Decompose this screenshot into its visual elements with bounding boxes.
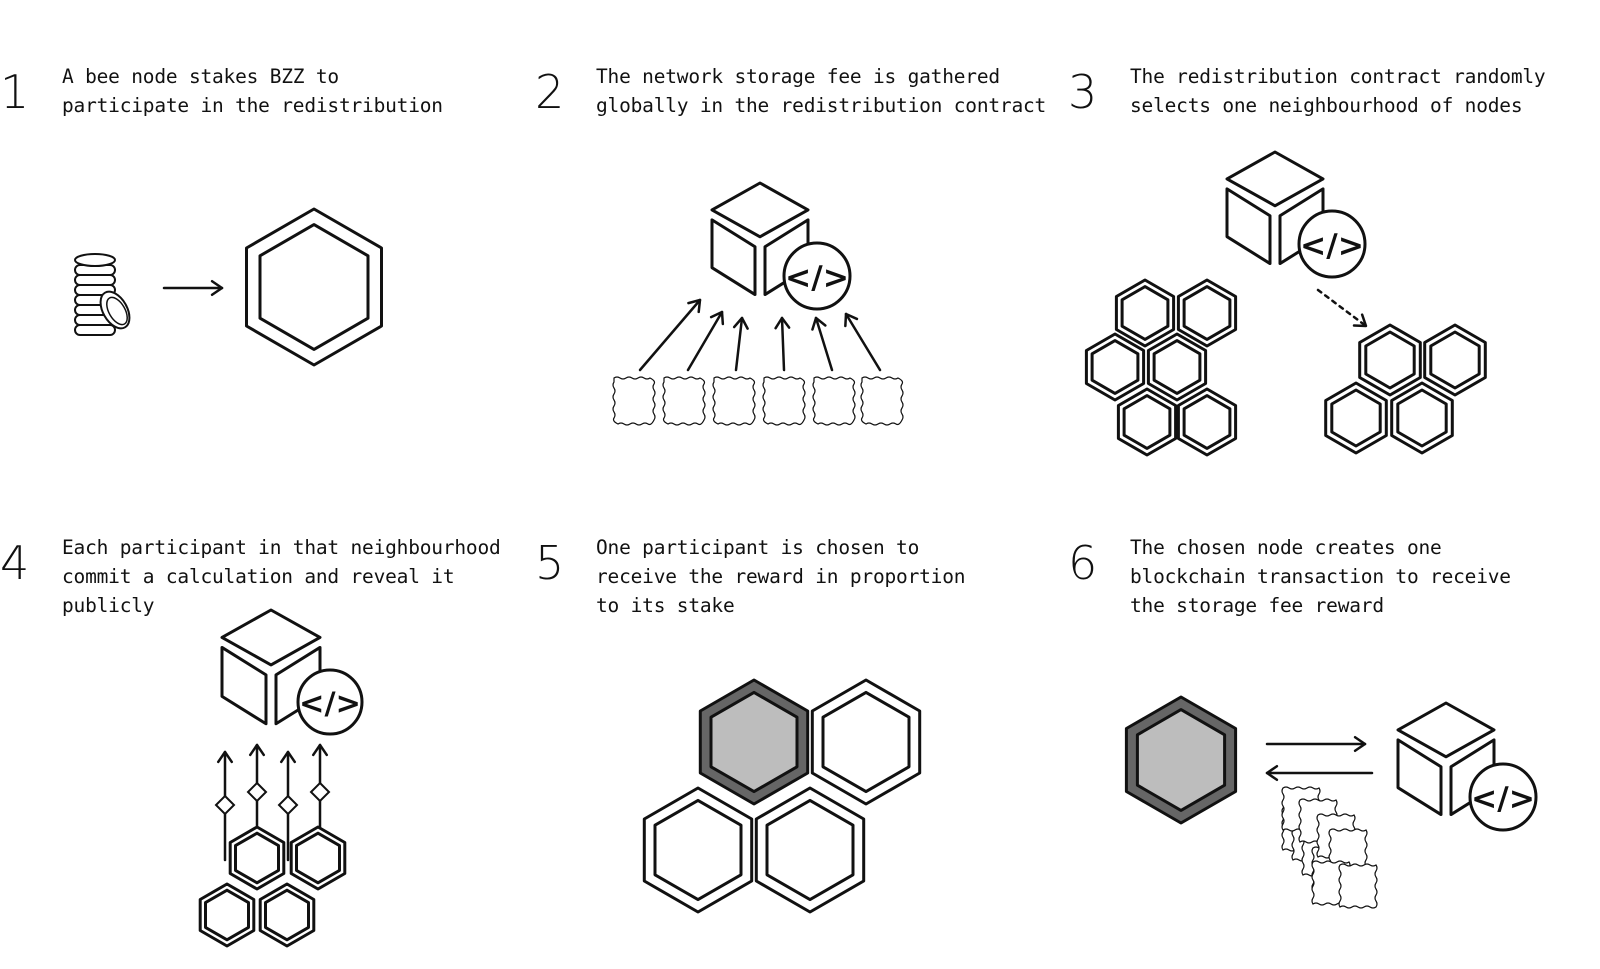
node-hexagon-icon bbox=[228, 825, 286, 891]
code-label: </> bbox=[1300, 228, 1364, 264]
postage-stamp-icon bbox=[712, 376, 756, 426]
step-text-line: The network storage fee is gathered bbox=[596, 65, 1000, 88]
step-text-line: commit a calculation and reveal it bbox=[62, 565, 454, 588]
postage-stamp-icon bbox=[762, 376, 806, 426]
node-hexagon-icon bbox=[1358, 323, 1422, 397]
step-text-line: the storage fee reward bbox=[1130, 594, 1384, 617]
reveal-diamond-icon bbox=[246, 781, 268, 803]
node-hexagon-icon bbox=[1324, 381, 1388, 455]
node-hexagon-icon bbox=[1176, 387, 1238, 457]
up-arrow-icon bbox=[774, 316, 791, 372]
step-2-caption: 2 The network storage fee is gathered glob… bbox=[535, 65, 1046, 119]
node-hexagon-icon bbox=[642, 786, 754, 914]
chosen-node-hexagon-icon bbox=[1124, 695, 1238, 825]
step-text-line: selects one neighbourhood of nodes bbox=[1130, 94, 1522, 117]
step-number: 5 bbox=[535, 536, 564, 590]
node-hexagon-icon bbox=[258, 882, 316, 948]
step-text-line: to its stake bbox=[596, 594, 734, 617]
step-1-caption: 1 A bee node stakes BZZ to participate in … bbox=[0, 65, 443, 119]
node-hexagon-icon bbox=[1176, 278, 1238, 348]
node-hexagon-icon bbox=[1116, 387, 1178, 457]
up-arrow-icon bbox=[811, 316, 834, 372]
step-text-line: Each participant in that neighbourhood bbox=[62, 536, 501, 559]
code-icon: </> bbox=[1297, 209, 1367, 279]
step-number: 4 bbox=[0, 536, 29, 590]
node-hexagon-icon bbox=[289, 825, 347, 891]
step-number: 3 bbox=[1068, 65, 1097, 119]
step-text-line: blockchain transaction to receive bbox=[1130, 565, 1511, 588]
step-number: 1 bbox=[0, 65, 29, 119]
code-icon: </> bbox=[1468, 762, 1538, 832]
node-hexagon-icon bbox=[198, 882, 256, 948]
step-number: 6 bbox=[1068, 536, 1097, 590]
step-text-line: receive the reward in proportion bbox=[596, 565, 965, 588]
code-icon: </> bbox=[782, 241, 852, 311]
node-hexagon-icon bbox=[810, 678, 922, 806]
reveal-diamond-icon bbox=[214, 794, 236, 816]
code-label: </> bbox=[785, 260, 849, 296]
up-arrow-icon bbox=[638, 298, 702, 372]
right-arrow-icon bbox=[162, 279, 224, 297]
node-hexagon-icon bbox=[1146, 332, 1208, 402]
node-hexagon-icon bbox=[245, 207, 383, 367]
step-3-caption: 3 The redistribution contract randomly sel… bbox=[1068, 65, 1546, 119]
coin-stack-icon bbox=[74, 253, 131, 336]
postage-stamp-icon bbox=[812, 376, 856, 426]
code-icon: </> bbox=[296, 668, 364, 736]
step-text-line: One participant is chosen to bbox=[596, 536, 919, 559]
step-text-line: globally in the redistribution contract bbox=[596, 94, 1046, 117]
step-4-caption: 4 Each participant in that neighbourhood c… bbox=[0, 536, 501, 617]
postage-stamp-icon bbox=[1338, 863, 1378, 909]
code-label: </> bbox=[1471, 781, 1535, 817]
step-text-line: The chosen node creates one bbox=[1130, 536, 1442, 559]
node-hexagon-icon bbox=[1084, 332, 1146, 402]
step-text-line: The redistribution contract randomly bbox=[1130, 65, 1545, 88]
up-arrow-icon bbox=[844, 312, 882, 372]
node-hexagon-icon bbox=[1390, 381, 1454, 455]
node-hexagon-icon bbox=[1114, 278, 1176, 348]
step-number: 2 bbox=[535, 65, 564, 119]
dotted-arrow-icon bbox=[1316, 288, 1368, 328]
up-arrow-icon bbox=[732, 316, 749, 372]
step-text-line: A bee node stakes BZZ to bbox=[62, 65, 339, 88]
postage-stamp-icon bbox=[662, 376, 706, 426]
chosen-node-hexagon-icon bbox=[698, 678, 810, 806]
code-label: </> bbox=[299, 687, 361, 722]
step-5-caption: 5 One participant is chosen to receive the… bbox=[535, 536, 965, 617]
step-6-caption: 6 The chosen node creates one blockchain t… bbox=[1068, 536, 1511, 617]
right-arrow-icon bbox=[1265, 735, 1367, 753]
node-hexagon-icon bbox=[754, 786, 866, 914]
step-text-line: publicly bbox=[62, 594, 154, 617]
step-text-line: participate in the redistribution bbox=[62, 94, 443, 117]
postage-stamp-icon bbox=[860, 376, 904, 426]
postage-stamp-icon bbox=[612, 376, 656, 426]
left-arrow-icon bbox=[1265, 764, 1374, 782]
reveal-diamond-icon bbox=[309, 781, 331, 803]
reveal-diamond-icon bbox=[277, 794, 299, 816]
up-arrow-icon bbox=[686, 310, 725, 372]
node-hexagon-icon bbox=[1423, 323, 1487, 397]
